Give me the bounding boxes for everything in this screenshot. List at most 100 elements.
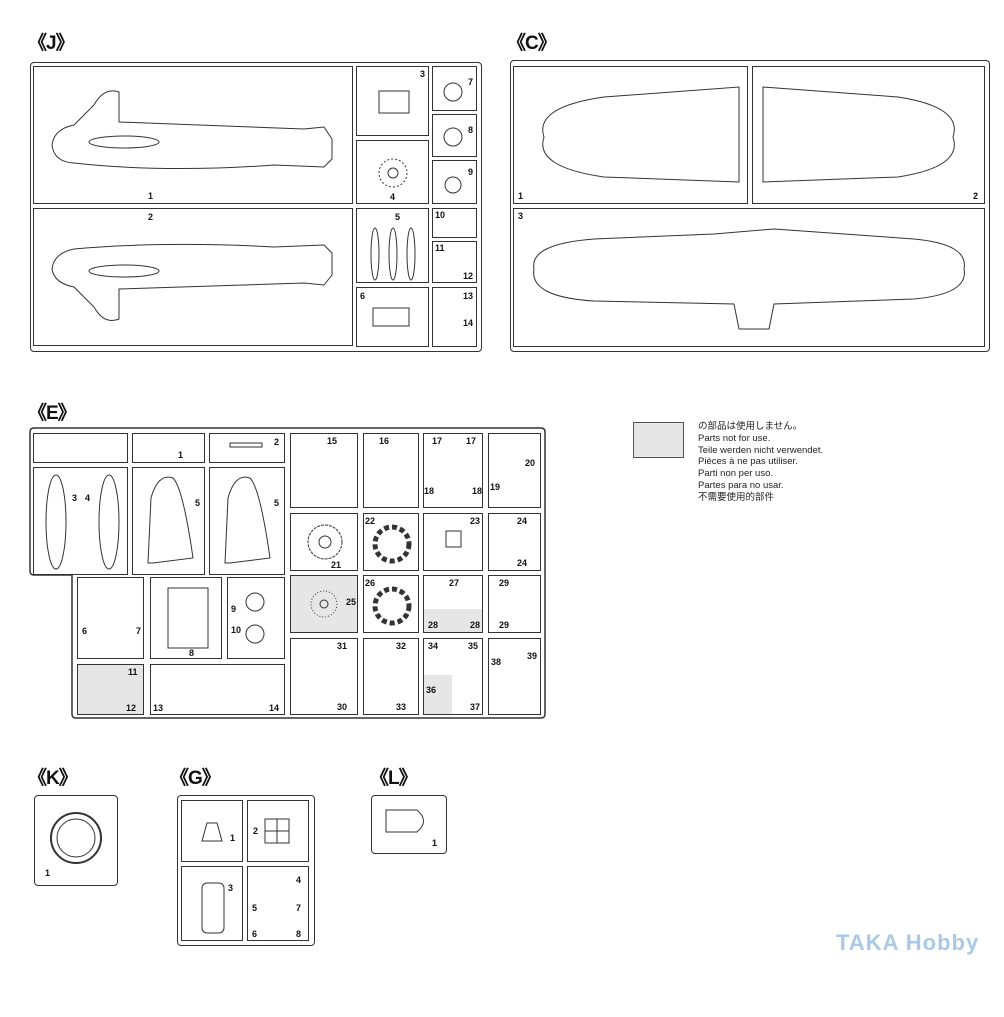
part-drawing — [264, 818, 290, 844]
part-drawing — [307, 524, 343, 560]
part-number: 28 — [470, 620, 481, 630]
part-e13-14-cockpit-sides: 13 14 — [150, 664, 285, 715]
part-number: 17 — [432, 436, 443, 446]
part-e25: 25 — [290, 575, 358, 633]
part-number: 11 — [435, 243, 445, 253]
part-number: 12 — [463, 271, 474, 281]
part-number: 35 — [468, 641, 479, 651]
part-number: 11 — [128, 667, 138, 677]
part-number: 4 — [390, 192, 396, 202]
part-number: 9 — [468, 167, 474, 177]
part-e15: 15 — [290, 433, 358, 508]
part-number: 3 — [518, 211, 524, 221]
sprue-k-frame: 1 — [34, 795, 118, 886]
part-number: 22 — [365, 516, 376, 526]
part-e8-cockpit-floor: 8 — [150, 577, 222, 659]
part-number: 28 — [428, 620, 439, 630]
legend-line: Teile werden nicht verwendet. — [698, 444, 824, 456]
part-number: 14 — [463, 318, 474, 328]
part-number: 37 — [470, 702, 481, 712]
unused-area — [424, 675, 452, 714]
part-number: 6 — [82, 626, 88, 636]
part-number: 21 — [331, 560, 342, 570]
part-number: 12 — [126, 703, 137, 713]
part-number: 31 — [337, 641, 348, 651]
part-number: 30 — [337, 702, 348, 712]
part-j11-12: 11 12 — [432, 241, 477, 283]
part-number: 4 — [296, 875, 302, 885]
part-drawing — [201, 822, 223, 842]
part-drawing — [201, 882, 225, 934]
part-number: 5 — [195, 498, 201, 508]
part-e23: 23 — [423, 513, 483, 571]
part-number: 4 — [85, 493, 91, 503]
part-number: 13 — [153, 703, 164, 713]
part-e22: 22 — [363, 513, 419, 571]
sprue-c-title: 《C》 — [507, 33, 557, 54]
part-c2-wing-right: 2 — [752, 66, 985, 204]
part-number: 1 — [148, 191, 154, 201]
part-j5-propeller: 5 — [356, 208, 429, 283]
part-drawing — [378, 158, 408, 188]
part-j6: 6 — [356, 287, 429, 347]
part-drawing — [443, 82, 463, 102]
part-e5-rudder: 5 — [209, 467, 285, 575]
part-c3-lower-wing: 3 — [513, 208, 985, 347]
part-number: 8 — [296, 929, 302, 939]
part-number: 9 — [231, 604, 237, 614]
part-number: 6 — [360, 291, 366, 301]
legend-line: Partes para no usar. — [698, 479, 784, 491]
part-drawing — [378, 90, 410, 114]
part-number: 10 — [435, 210, 446, 220]
part-number: 36 — [426, 685, 437, 695]
legend-line: Pièces à ne pas utiliser. — [698, 456, 798, 468]
part-number: 3 — [72, 493, 78, 503]
part-drawing — [45, 474, 120, 570]
part-number: 5 — [274, 498, 280, 508]
part-number: 34 — [428, 641, 439, 651]
part-number: 2 — [973, 191, 979, 201]
part-number: 6 — [252, 929, 258, 939]
part-number: 16 — [379, 436, 390, 446]
part-number: 5 — [252, 903, 258, 913]
part-number: 14 — [269, 703, 280, 713]
part-number: 7 — [468, 77, 474, 87]
sprue-g-title: 《G》 — [170, 768, 221, 789]
part-e30-31: 31 30 — [290, 638, 358, 715]
part-number: 10 — [231, 625, 242, 635]
part-number: 1 — [432, 838, 438, 848]
part-number: 5 — [395, 212, 401, 222]
part-e11-12: 11 12 — [77, 664, 144, 715]
part-j9: 9 — [432, 160, 477, 204]
sprue-j-title: 《J》 — [28, 33, 75, 54]
part-number: 2 — [148, 212, 154, 222]
part-g4-8: 4 5 6 7 8 — [247, 866, 309, 941]
part-number: 24 — [517, 558, 528, 568]
part-e1: 1 — [132, 433, 205, 463]
part-number: 39 — [527, 651, 538, 661]
part-number: 23 — [470, 516, 481, 526]
part-g3: 3 — [181, 866, 243, 941]
part-drawing — [443, 127, 463, 147]
part-drawing — [372, 524, 412, 564]
wing-drawing — [542, 86, 740, 183]
part-drawing — [385, 809, 424, 833]
part-number: 3 — [420, 69, 426, 79]
part-number: 13 — [463, 291, 474, 301]
part-number: 33 — [396, 702, 407, 712]
part-number: 8 — [468, 125, 474, 135]
part-e2: 2 — [209, 433, 285, 463]
part-number: 1 — [178, 450, 184, 460]
part-number: 20 — [525, 458, 536, 468]
part-drawing — [445, 530, 462, 548]
part-number: 15 — [327, 436, 338, 446]
part-e16: 16 — [363, 433, 419, 508]
part-j8: 8 — [432, 114, 477, 157]
part-c1-wing-left: 1 — [513, 66, 748, 204]
